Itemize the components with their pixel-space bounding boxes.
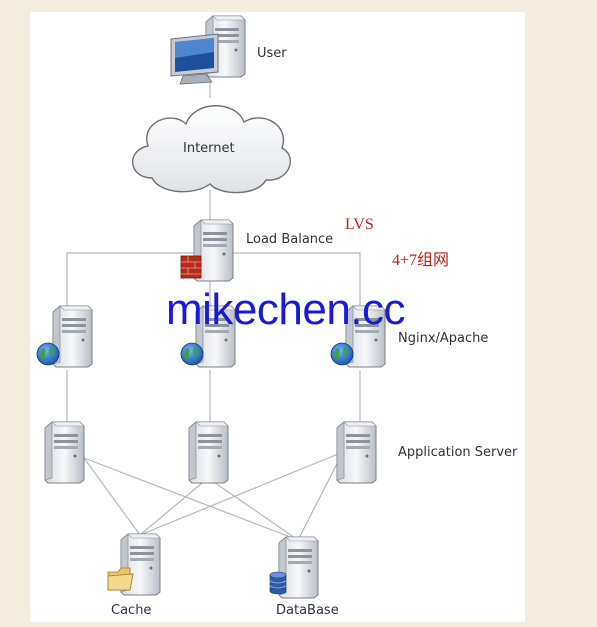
user-computer-icon	[170, 15, 246, 85]
layer-annotation: 4+7组网	[392, 252, 450, 269]
line-app3-cache	[139, 451, 344, 536]
database-label: DataBase	[276, 603, 339, 618]
app-server-2-icon	[188, 421, 229, 484]
line-app1-db	[83, 457, 299, 541]
app-server-1-icon	[44, 421, 85, 484]
cache-server-icon	[107, 533, 161, 596]
internet-cloud-icon	[132, 105, 291, 194]
diagram-background	[30, 12, 525, 622]
globe-icon	[180, 342, 204, 366]
globe-icon	[36, 342, 60, 366]
firewall-icon	[180, 255, 202, 279]
watermark-text: mikechen.cc	[166, 285, 406, 334]
line-app3-db	[297, 451, 344, 541]
database-cylinder-icon	[269, 571, 287, 595]
globe-icon	[330, 342, 354, 366]
internet-label: Internet	[183, 141, 235, 156]
cache-label: Cache	[111, 603, 152, 618]
load-balancer-server-icon	[180, 219, 234, 282]
web-server-1-icon	[36, 305, 93, 368]
line-app2-cache	[139, 477, 209, 536]
lvs-annotation: LVS	[345, 216, 374, 233]
line-app1-cache	[83, 457, 141, 536]
folder-icon	[107, 567, 134, 591]
line-app2-db	[207, 477, 299, 541]
load-balance-label: Load Balance	[246, 232, 334, 247]
nginx-apache-label: Nginx/Apache	[398, 331, 489, 346]
user-label: User	[257, 46, 287, 61]
application-server-label: Application Server	[398, 445, 518, 460]
database-server-icon	[269, 536, 319, 599]
app-server-3-icon	[336, 421, 377, 484]
